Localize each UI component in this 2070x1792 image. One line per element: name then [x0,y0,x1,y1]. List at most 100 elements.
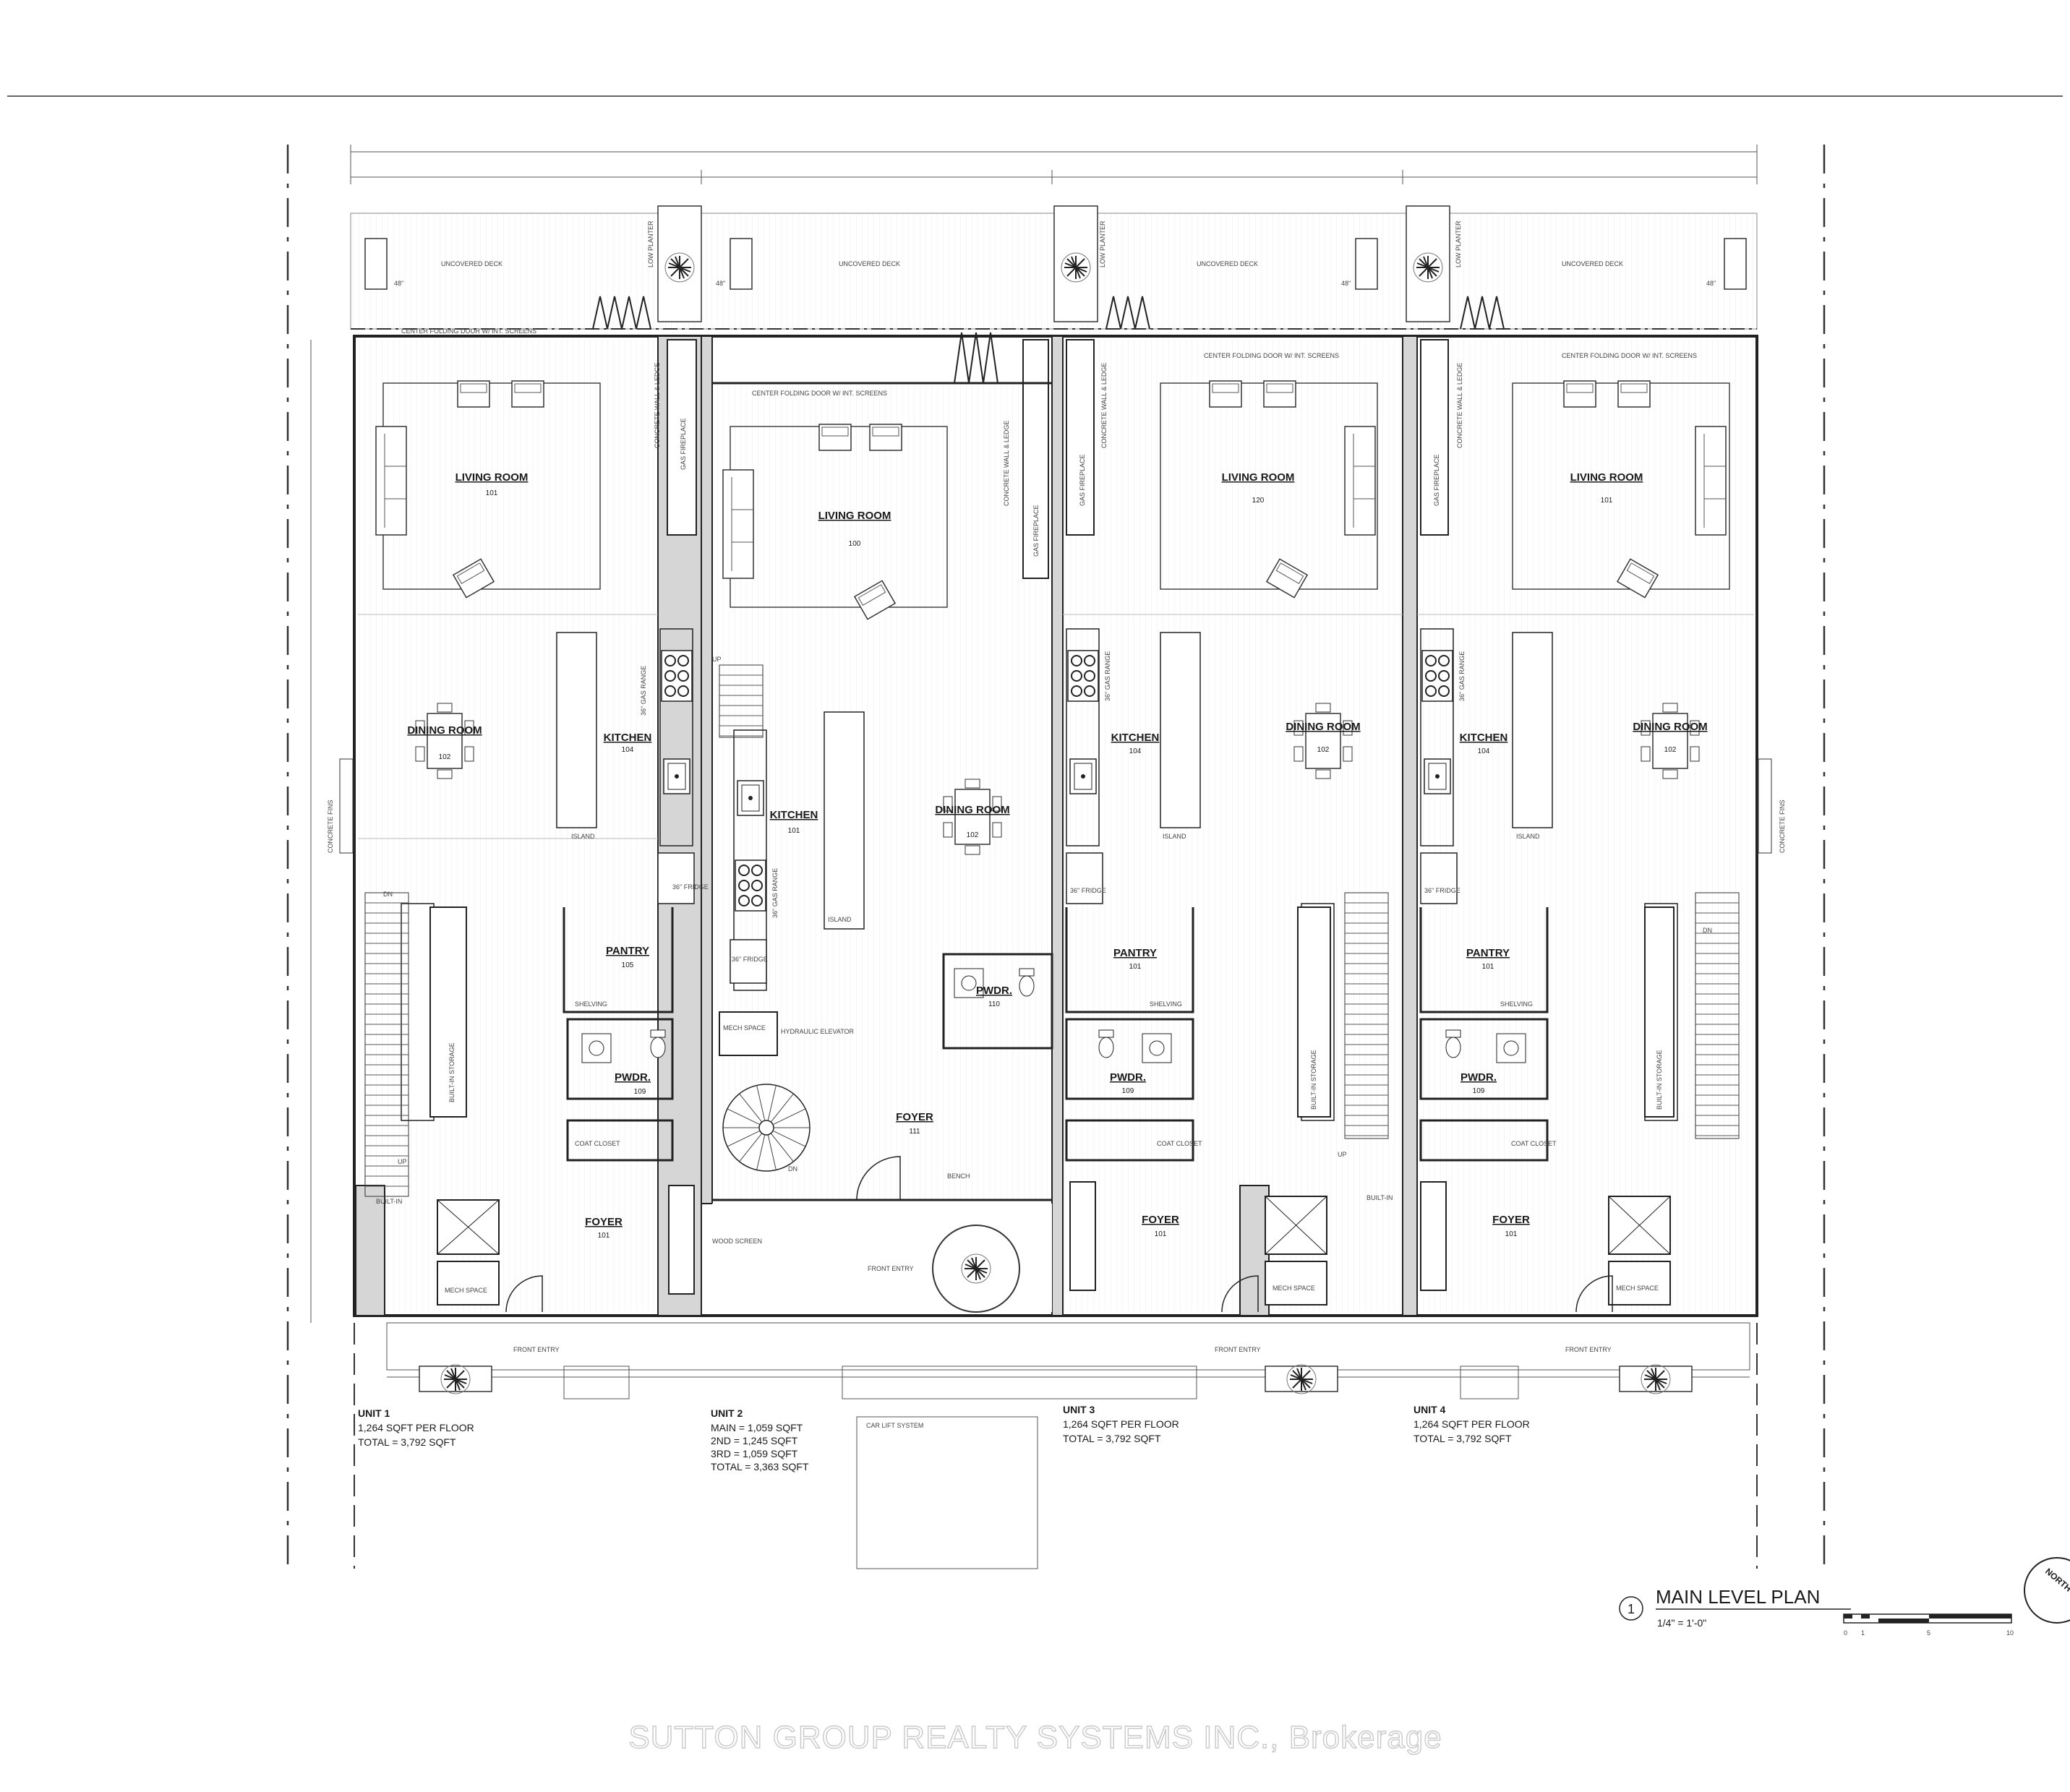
unit2-kitchen-label: KITCHEN [770,809,818,821]
scale-mark-5: 5 [1927,1629,1930,1637]
dn-note-4: DN [1703,927,1712,934]
unit1-pantry-num: 105 [622,961,634,969]
unit4-pantry-label: PANTRY [1466,947,1510,959]
unit3-pantry-num: 101 [1129,963,1142,971]
coat-closet-4: COAT CLOSET [1511,1140,1557,1147]
unit3-summary-title: UNIT 3 [1063,1404,1095,1415]
spiral-tread [770,1133,794,1162]
island-note-3: ISLAND [1163,833,1186,840]
unit4-foyer-num: 101 [1505,1230,1518,1238]
spiral-tread [770,1093,794,1123]
unit3-kitchen-num: 104 [1129,747,1142,755]
front-entry-3: FRONT ENTRY [1215,1346,1261,1353]
planter-height-1: 48" [394,280,403,287]
unit1-pantry-label: PANTRY [606,945,649,957]
unit3-summary-line1: 1,264 SQFT PER FLOOR [1063,1418,1179,1430]
range-note-2: 36" GAS RANGE [771,868,779,918]
coat-closet-3: COAT CLOSET [1157,1140,1202,1147]
unit2-foyer-num: 111 [909,1128,920,1136]
shelving-note-3: SHELVING [1150,1000,1182,1008]
fridge-note-1: 36" FRIDGE [672,883,709,891]
spiral-tread [772,1130,806,1147]
folding-door-note-1: CENTER FOLDING DOOR W/ INT. SCREENS [401,327,536,335]
unit2-summary-title: UNIT 2 [711,1407,743,1419]
unit3-foyer-num: 101 [1155,1230,1167,1238]
concrete-wall-note-2: CONCRETE WALL & LEDGE [1003,421,1010,506]
plan-number-circle [1619,1596,1643,1621]
unit4-living-label: LIVING ROOM [1570,471,1643,484]
bench-note-2: BENCH [947,1172,970,1180]
gas-fireplace-note-2: GAS FIREPLACE [1032,505,1040,557]
planter-note-4: LOW PLANTER [1455,220,1462,267]
range-note-4: 36" GAS RANGE [1458,651,1466,701]
unit2-dining-label: DINING ROOM [935,804,1009,816]
scale-mark-0: 0 [1844,1629,1847,1637]
unit2-summary-line2: 2ND = 1,245 SQFT [711,1435,798,1446]
unit4-summary-line1: 1,264 SQFT PER FLOOR [1413,1418,1530,1430]
unit2-kitchen-num: 101 [788,827,800,835]
island-note-4: ISLAND [1516,833,1540,840]
unit2-pwdr-label: PWDR. [976,985,1012,997]
unit3-pwdr-label: PWDR. [1110,1071,1146,1084]
unit3-dining-label: DINING ROOM [1286,721,1360,733]
fridge-note-4: 36" FRIDGE [1424,887,1460,894]
unit1-summary-line1: 1,264 SQFT PER FLOOR [358,1422,474,1433]
planter-note-3: LOW PLANTER [1099,220,1106,267]
unit4-living-num: 101 [1601,497,1613,505]
builtin-note-1: BUILT-IN [376,1198,402,1205]
planter-note-1: LOW PLANTER [647,220,654,267]
unit3-kitchen-label: KITCHEN [1111,732,1160,744]
up-note-1: UP [398,1158,407,1165]
scale-bar [1843,1613,2012,1624]
up-note-2: UP [712,656,722,663]
builtin-storage-3: BUILT-IN STORAGE [1310,1050,1317,1110]
builtin-note-4: BUILT-IN [1367,1194,1393,1201]
unit2-summary-line3: 3RD = 1,059 SQFT [711,1448,798,1459]
courtyard-entry: FRONT ENTRY [868,1265,914,1272]
unit4-summary-title: UNIT 4 [1413,1404,1446,1415]
mech-space-2: MECH SPACE [723,1024,766,1032]
deck-note-2: UNCOVERED DECK [839,260,900,267]
spiral-tread [767,1134,777,1170]
mech-space-4: MECH SPACE [1616,1285,1659,1292]
coat-closet-1: COAT CLOSET [575,1140,620,1147]
unit2-living-label: LIVING ROOM [818,510,891,522]
unit3-pantry-label: PANTRY [1113,947,1157,959]
unit4-dining-num: 102 [1664,746,1677,754]
front-entry-1: FRONT ENTRY [513,1346,560,1353]
brokerage-watermark: SUTTON GROUP REALTY SYSTEMS INC., Broker… [628,1720,1442,1755]
gas-fireplace-note-3: GAS FIREPLACE [1079,454,1086,506]
unit2-living-num: 100 [849,540,861,548]
shelving-note-1: SHELVING [575,1000,607,1008]
unit4-dining-label: DINING ROOM [1633,721,1707,733]
spiral-tread [739,1133,763,1162]
unit3-foyer-label: FOYER [1142,1214,1179,1226]
builtin-storage-4: BUILT-IN STORAGE [1656,1050,1663,1110]
unit4-pwdr-num: 109 [1473,1087,1485,1095]
unit1-living-label: LIVING ROOM [456,471,529,484]
car-lift-note: CAR LIFT SYSTEM [866,1422,923,1429]
unit1-kitchen-label: KITCHEN [604,732,652,744]
plan-scale: 1/4" = 1'-0" [1657,1617,1706,1629]
island-note-2: ISLAND [828,916,852,923]
plan-title: MAIN LEVEL PLAN [1656,1586,1820,1608]
scale-mark-1: 1 [1861,1629,1865,1637]
scale-mark-10: 10 [2006,1629,2014,1637]
unit2-pwdr-num: 110 [988,1000,1000,1008]
dn-note-1: DN [383,891,393,898]
elevator-note-2: HYDRAULIC ELEVATOR [781,1028,855,1035]
mech-space-1: MECH SPACE [445,1287,487,1294]
fridge-note-2: 36" FRIDGE [732,956,768,963]
folding-door-note-2: CENTER FOLDING DOOR W/ INT. SCREENS [752,390,887,397]
unit3-living-label: LIVING ROOM [1222,471,1295,484]
unit2-dining-num: 102 [967,831,979,839]
unit4-pantry-num: 101 [1482,963,1494,971]
unit3-living-num: 120 [1252,497,1265,505]
plan-number: 1 [1628,1602,1635,1616]
up-note-3: UP [1338,1151,1347,1158]
range-note-1: 36" GAS RANGE [640,666,647,716]
unit3-pwdr-num: 109 [1122,1087,1134,1095]
island-note-1: ISLAND [571,833,595,840]
unit1-living-num: 101 [486,489,498,497]
unit4-kitchen-label: KITCHEN [1460,732,1508,744]
